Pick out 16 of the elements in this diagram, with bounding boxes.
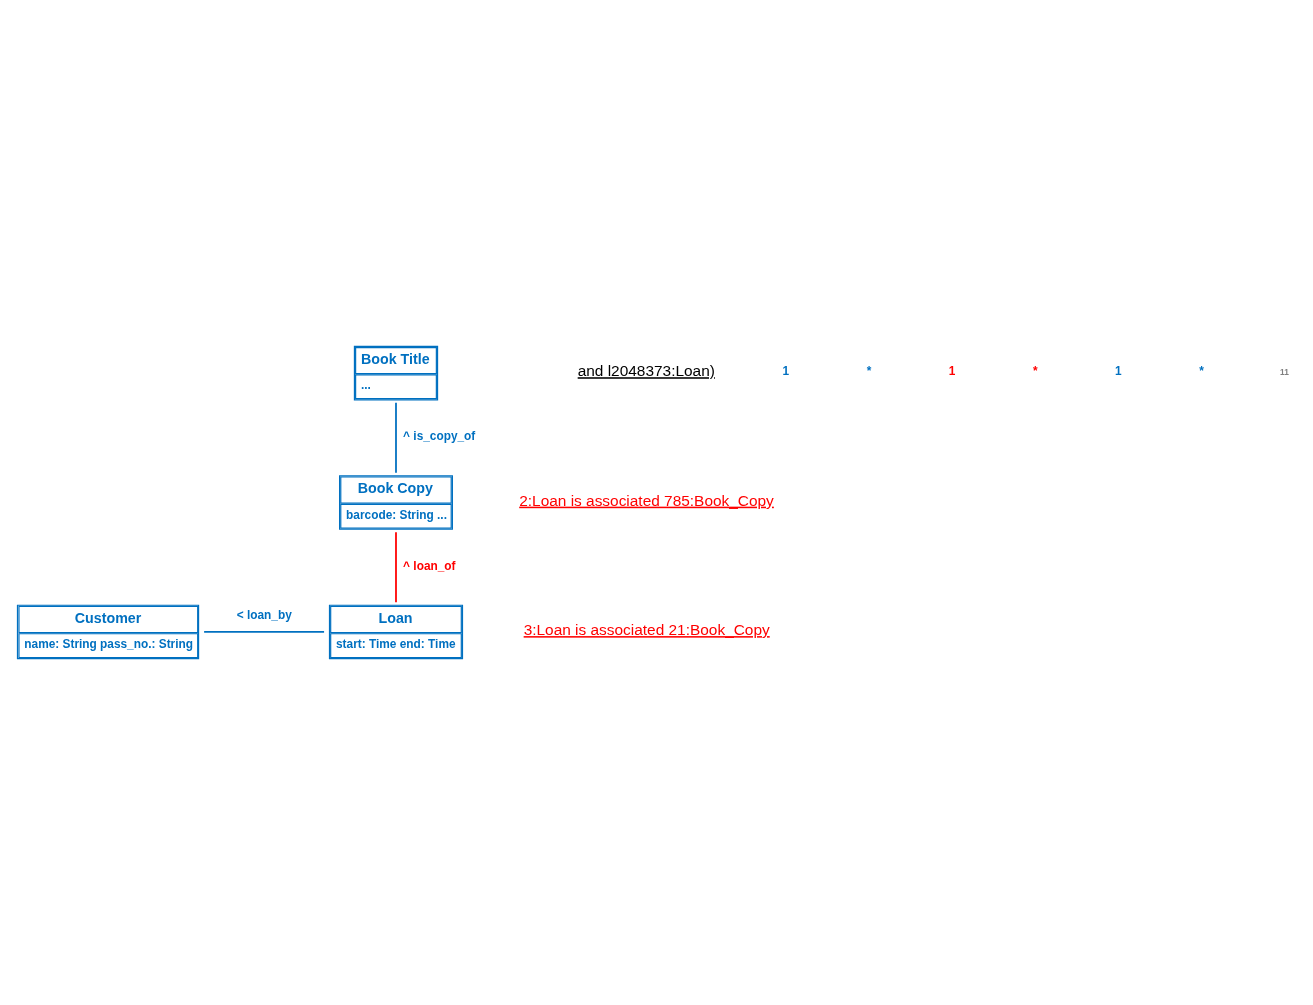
edge-label: ^ is_copy_of (403, 429, 476, 444)
connector (395, 531, 397, 604)
edge-label: ^ loan_of (403, 558, 456, 573)
label: 1 (1115, 364, 1122, 379)
label: 2:Loan is associated 785:Book_Copy (519, 491, 774, 509)
label: * (1199, 364, 1204, 379)
label: and l2048373:Loan) (577, 362, 715, 380)
label: * (866, 364, 872, 379)
label: * (1033, 364, 1038, 379)
edge-label: < loan_by (236, 607, 292, 622)
label: 1 (782, 364, 790, 379)
connector (203, 631, 325, 633)
connector (395, 401, 397, 474)
label: 1 (948, 364, 956, 379)
label: 3:Loan is associated 21:Book_Copy (523, 621, 770, 639)
label: 11 (1280, 366, 1289, 377)
